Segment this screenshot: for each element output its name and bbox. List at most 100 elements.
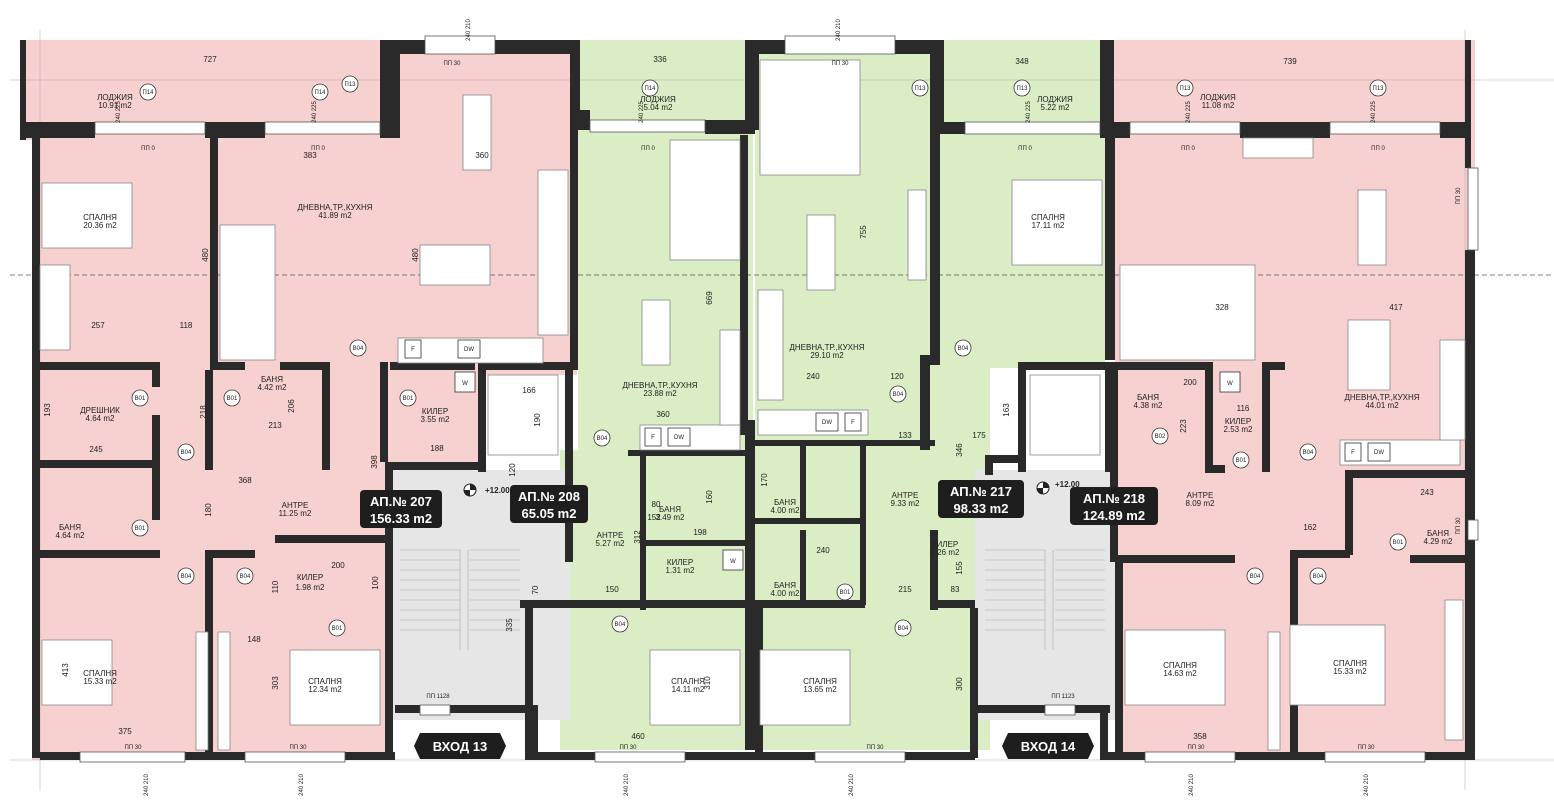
svg-text:240 225: 240 225 <box>116 101 122 123</box>
svg-text:65.05 m2: 65.05 m2 <box>522 506 577 521</box>
svg-text:ПП 30: ПП 30 <box>1456 517 1462 535</box>
room-area: 41.89 m2 <box>318 211 352 220</box>
svg-text:243: 243 <box>1420 488 1434 497</box>
svg-text:240 210: 240 210 <box>1364 774 1370 796</box>
svg-text:В04: В04 <box>1303 450 1314 456</box>
room-name: СПАЛНЯ <box>83 213 117 222</box>
svg-text:П13: П13 <box>1180 86 1192 92</box>
svg-text:240 225: 240 225 <box>1026 101 1032 123</box>
svg-text:413: 413 <box>61 663 70 677</box>
room-area: 4.38 m2 <box>1134 401 1163 410</box>
room-name: СПАЛНЯ <box>1031 213 1065 222</box>
svg-text:375: 375 <box>118 727 132 736</box>
svg-text:166: 166 <box>522 386 536 395</box>
svg-text:155: 155 <box>955 561 964 575</box>
window-tags: ПП 30 ПП 30 ПП 0 ПП 0 ПП 0 ПП 0 ПП 0 ПП … <box>125 61 1462 751</box>
svg-text:В02: В02 <box>1155 434 1166 440</box>
svg-text:133: 133 <box>898 431 912 440</box>
furniture <box>39 59 1466 751</box>
room-area: 14.11 m2 <box>672 685 705 694</box>
room-area: 4.00 m2 <box>771 506 800 515</box>
svg-text:120: 120 <box>890 372 904 381</box>
svg-text:100: 100 <box>371 576 380 590</box>
svg-text:ПП 30: ПП 30 <box>290 745 308 751</box>
room-area: 15.33 m2 <box>83 677 117 686</box>
room-name: ЛОДЖИЯ <box>640 95 676 104</box>
svg-text:70: 70 <box>531 585 540 594</box>
svg-text:175: 175 <box>972 431 986 440</box>
svg-text:80: 80 <box>652 500 661 509</box>
svg-text:ПП 0: ПП 0 <box>1181 146 1195 152</box>
svg-text:240 225: 240 225 <box>312 101 318 123</box>
svg-text:W: W <box>730 559 736 565</box>
svg-text:В01: В01 <box>840 590 851 596</box>
svg-text:360: 360 <box>656 410 670 419</box>
svg-text:F: F <box>651 435 655 441</box>
svg-text:В04: В04 <box>181 574 192 580</box>
svg-text:240 225: 240 225 <box>639 101 645 123</box>
room-area: 13.65 m2 <box>803 685 837 694</box>
svg-text:В01: В01 <box>332 626 343 632</box>
svg-text:В04: В04 <box>353 346 364 352</box>
room-area: 8.09 m2 <box>1186 499 1215 508</box>
svg-text:118: 118 <box>180 321 193 330</box>
svg-text:240 210: 240 210 <box>849 774 855 796</box>
room-area: 14.63 m2 <box>1163 669 1197 678</box>
entrance-label-13: ВХОД 13 <box>414 733 506 759</box>
room-area: 11.08 m2 <box>1202 101 1235 110</box>
room-name: ДНЕВНА,ТР.,КУХНЯ <box>1344 393 1419 402</box>
svg-text:213: 213 <box>268 421 282 430</box>
svg-text:В01: В01 <box>227 396 238 402</box>
svg-text:ПП 30: ПП 30 <box>832 61 850 67</box>
appliance-tags: F DW W F DW W DW F W F DW <box>404 339 1391 571</box>
svg-text:310: 310 <box>703 676 712 690</box>
room-name: ДНЕВНА,ТР.,КУХНЯ <box>789 343 864 352</box>
svg-text:DW: DW <box>822 420 832 426</box>
svg-text:312: 312 <box>633 530 642 544</box>
svg-text:В01: В01 <box>403 396 414 402</box>
svg-text:ВХОД 14: ВХОД 14 <box>1021 739 1076 754</box>
room-name: КИЛЕР <box>297 573 323 582</box>
svg-text:124.89 m2: 124.89 m2 <box>1083 508 1145 523</box>
svg-text:245: 245 <box>89 445 103 454</box>
svg-text:ВХОД 13: ВХОД 13 <box>433 739 488 754</box>
dimension-labels: 727 336 348 739 383 360 480 480 669 755 … <box>43 55 1434 741</box>
room-name: БАНЯ <box>1137 393 1159 402</box>
svg-text:417: 417 <box>1389 303 1403 312</box>
svg-text:В04: В04 <box>615 622 626 628</box>
svg-text:П13: П13 <box>915 86 927 92</box>
svg-text:480: 480 <box>201 248 210 262</box>
room-area: 29.10 m2 <box>810 351 844 360</box>
svg-text:163: 163 <box>1002 403 1011 417</box>
walls <box>20 40 1475 760</box>
room-name: ДНЕВНА,ТР.,КУХНЯ <box>297 203 372 212</box>
room-name: ДРЕШНИК <box>80 406 120 415</box>
svg-text:F: F <box>411 347 415 353</box>
room-name: БАНЯ <box>261 375 283 384</box>
svg-text:480: 480 <box>411 248 420 262</box>
svg-text:240 225: 240 225 <box>1186 101 1192 123</box>
svg-text:160: 160 <box>705 490 714 504</box>
svg-text:358: 358 <box>1193 732 1207 741</box>
room-area: 4.64 m2 <box>86 414 115 423</box>
svg-text:328: 328 <box>1215 303 1229 312</box>
svg-text:110: 110 <box>271 580 280 593</box>
apartment-label-208: АП.№ 208 65.05 m2 <box>510 485 588 523</box>
svg-text:727: 727 <box>203 55 217 64</box>
svg-text:ПП 30: ПП 30 <box>867 745 885 751</box>
svg-text:198: 198 <box>693 528 707 537</box>
svg-text:ПП 1128: ПП 1128 <box>426 694 450 700</box>
svg-text:П13: П13 <box>1017 86 1029 92</box>
svg-text:ПП 0: ПП 0 <box>311 146 325 152</box>
svg-text:240 210: 240 210 <box>836 19 842 41</box>
room-area: 11.25 m2 <box>279 509 312 518</box>
level-label: +12.00 <box>485 486 510 495</box>
apartment-label-218: АП.№ 218 124.89 m2 <box>1070 487 1158 525</box>
room-name: АНТРЕ <box>597 531 624 540</box>
room-area: 1.98 m2 <box>296 583 325 592</box>
room-area: 5.22 m2 <box>1041 103 1070 112</box>
room-name: КИЛЕР <box>1225 417 1251 426</box>
svg-text:83: 83 <box>951 585 960 594</box>
svg-text:215: 215 <box>898 585 912 594</box>
